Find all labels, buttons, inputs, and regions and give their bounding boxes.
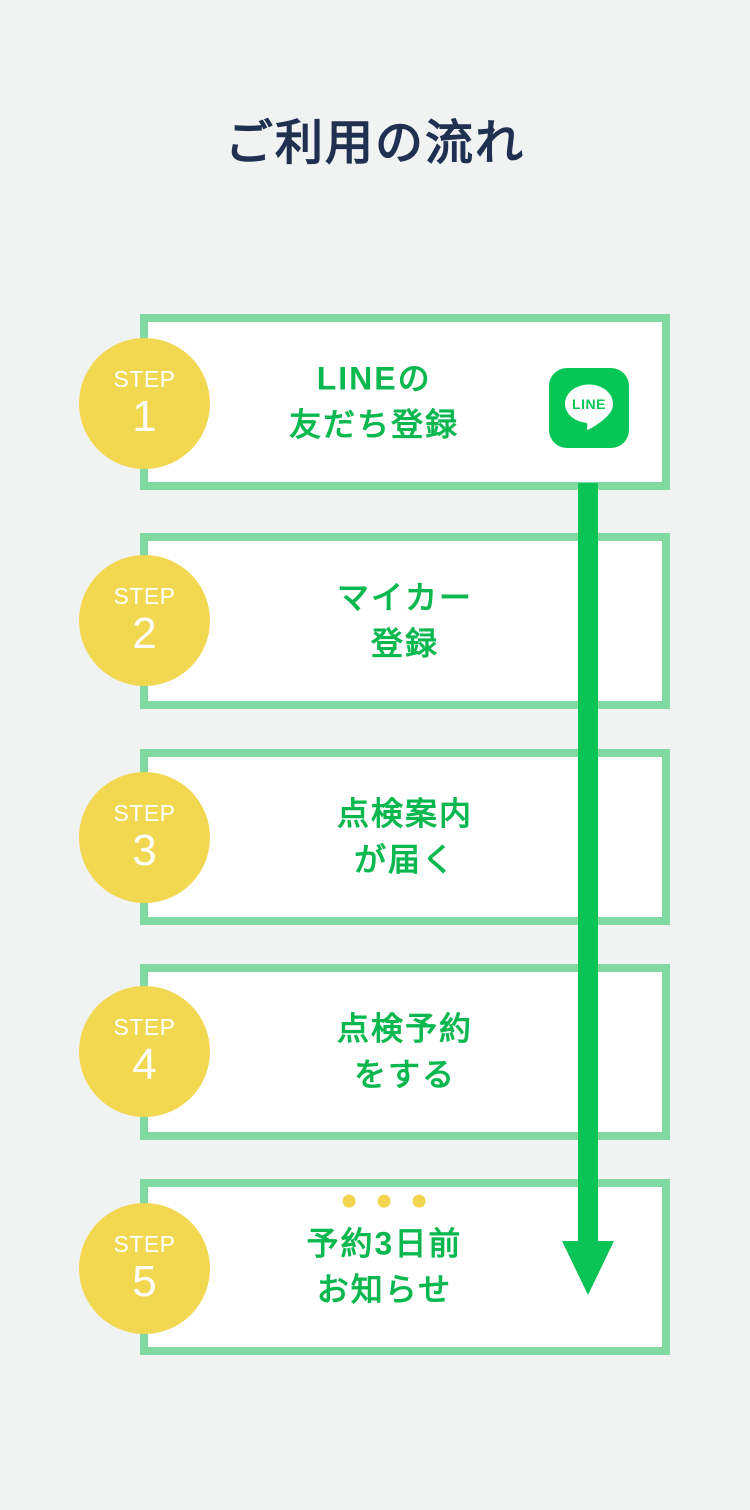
step-label-3: 点検案内 が届く — [337, 791, 473, 884]
step-badge-5: STEP 5 — [79, 1203, 210, 1334]
step-number: 4 — [132, 1040, 157, 1089]
step-word: STEP — [113, 800, 176, 826]
line-logo-icon: LINE — [549, 368, 629, 448]
notification-dot — [412, 1194, 426, 1208]
step-number: 5 — [132, 1257, 157, 1306]
step-card-5[interactable]: 予約3日前 お知らせ — [140, 1179, 670, 1355]
step-label-line: 予約3日前 — [306, 1225, 463, 1262]
step-badge-2: STEP 2 — [79, 555, 210, 686]
notification-dot — [377, 1194, 391, 1208]
step-badge-4: STEP 4 — [79, 986, 210, 1117]
step-word: STEP — [113, 583, 176, 609]
step-label-line: が届く — [353, 842, 457, 878]
step-label-line: をする — [353, 1057, 457, 1093]
step-label-line: 点検予約 — [336, 1010, 474, 1047]
step-card-1[interactable]: LINEの 友だち登録 LINE — [140, 314, 670, 490]
step-card-4[interactable]: 点検予約 をする — [140, 964, 670, 1140]
step-label-5: 予約3日前 お知らせ — [306, 1194, 463, 1314]
step-label-line: 友だち登録 — [289, 407, 460, 443]
svg-text:LINE: LINE — [572, 396, 606, 412]
notification-dot — [342, 1194, 356, 1208]
step-label-line: LINEの — [316, 360, 432, 397]
step-label-line: マイカー — [336, 579, 474, 616]
step-card-2[interactable]: マイカー 登録 — [140, 533, 670, 709]
step-label-line: お知らせ — [316, 1272, 453, 1308]
step-word: STEP — [113, 1231, 176, 1257]
step-label-4: 点検予約 をする — [337, 1006, 473, 1099]
step-number: 3 — [132, 826, 157, 875]
step-badge-3: STEP 3 — [79, 772, 210, 903]
step-label-2: マイカー 登録 — [337, 575, 473, 668]
step-label-1: LINEの 友だち登録 — [289, 356, 459, 449]
step-badge-1: STEP 1 — [79, 338, 210, 469]
step-word: STEP — [113, 1014, 176, 1040]
page-title: ご利用の流れ — [224, 117, 525, 170]
step-word: STEP — [113, 366, 176, 392]
notification-dots — [342, 1194, 426, 1208]
step-label-line: 登録 — [370, 626, 440, 662]
step-label-line: 点検案内 — [336, 795, 474, 832]
step-card-3[interactable]: 点検案内 が届く — [140, 749, 670, 925]
step-number: 2 — [132, 609, 157, 658]
step-number: 1 — [132, 392, 157, 441]
